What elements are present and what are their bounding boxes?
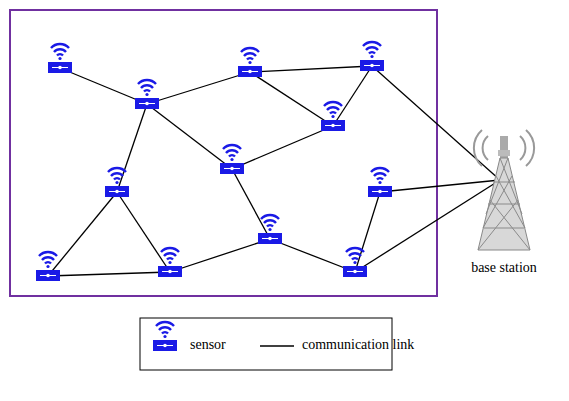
communication-link [48,272,170,276]
sensor-icon [360,42,384,71]
communication-link [117,192,170,272]
communication-link [232,169,270,239]
communication-link [250,72,333,126]
communication-link [232,126,333,169]
communication-link [147,104,232,169]
sensor-icon [321,102,345,131]
station-label: base station [471,260,537,276]
base-station: base station [471,260,537,276]
communication-link [48,192,117,276]
sensor-icon [135,80,159,109]
sensors [36,42,392,281]
sensor-icon [258,215,282,244]
communication-link [372,66,500,180]
communication-link [355,192,380,272]
sensor-icon [105,168,129,197]
communication-link [270,239,355,272]
tower-symbol [474,130,534,250]
communication-link [170,239,270,272]
communication-link [333,66,372,126]
communication-link [380,180,500,192]
sensor-icon [158,248,182,277]
sensor-icon [343,248,367,277]
sensor-icon [238,48,262,77]
communication-link [250,66,372,72]
communication-links [48,66,500,276]
legend-sensor-icon [153,322,177,351]
communication-link [117,104,147,192]
sensor-icon [36,252,60,281]
sensor-field [10,10,437,296]
communication-link [60,68,147,104]
legend-link-sample [260,345,294,346]
communication-link [147,72,250,104]
sensor-icon [48,44,72,73]
sensor-icon [368,168,392,197]
legend-text: sensor [190,337,226,353]
legend-text: communication link [302,337,414,353]
sensor-icon [220,145,244,174]
